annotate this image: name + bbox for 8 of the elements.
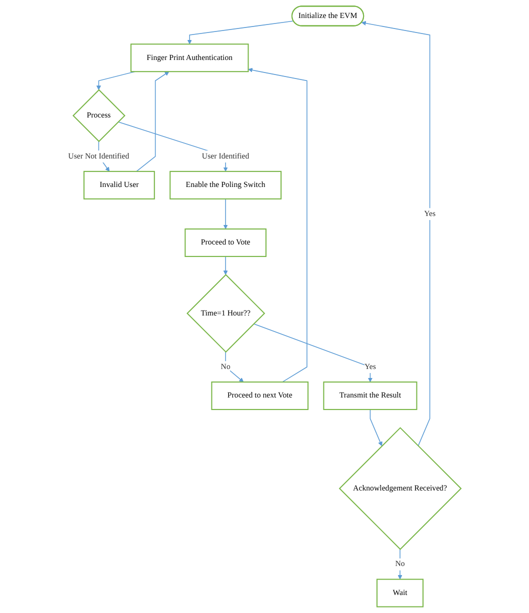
arrow <box>253 323 372 382</box>
arrow <box>361 21 430 446</box>
arrow <box>187 20 294 44</box>
arrow <box>223 198 228 230</box>
arrow <box>248 68 308 382</box>
arrow <box>223 256 228 275</box>
arrow <box>136 71 170 172</box>
arrow <box>370 409 382 446</box>
